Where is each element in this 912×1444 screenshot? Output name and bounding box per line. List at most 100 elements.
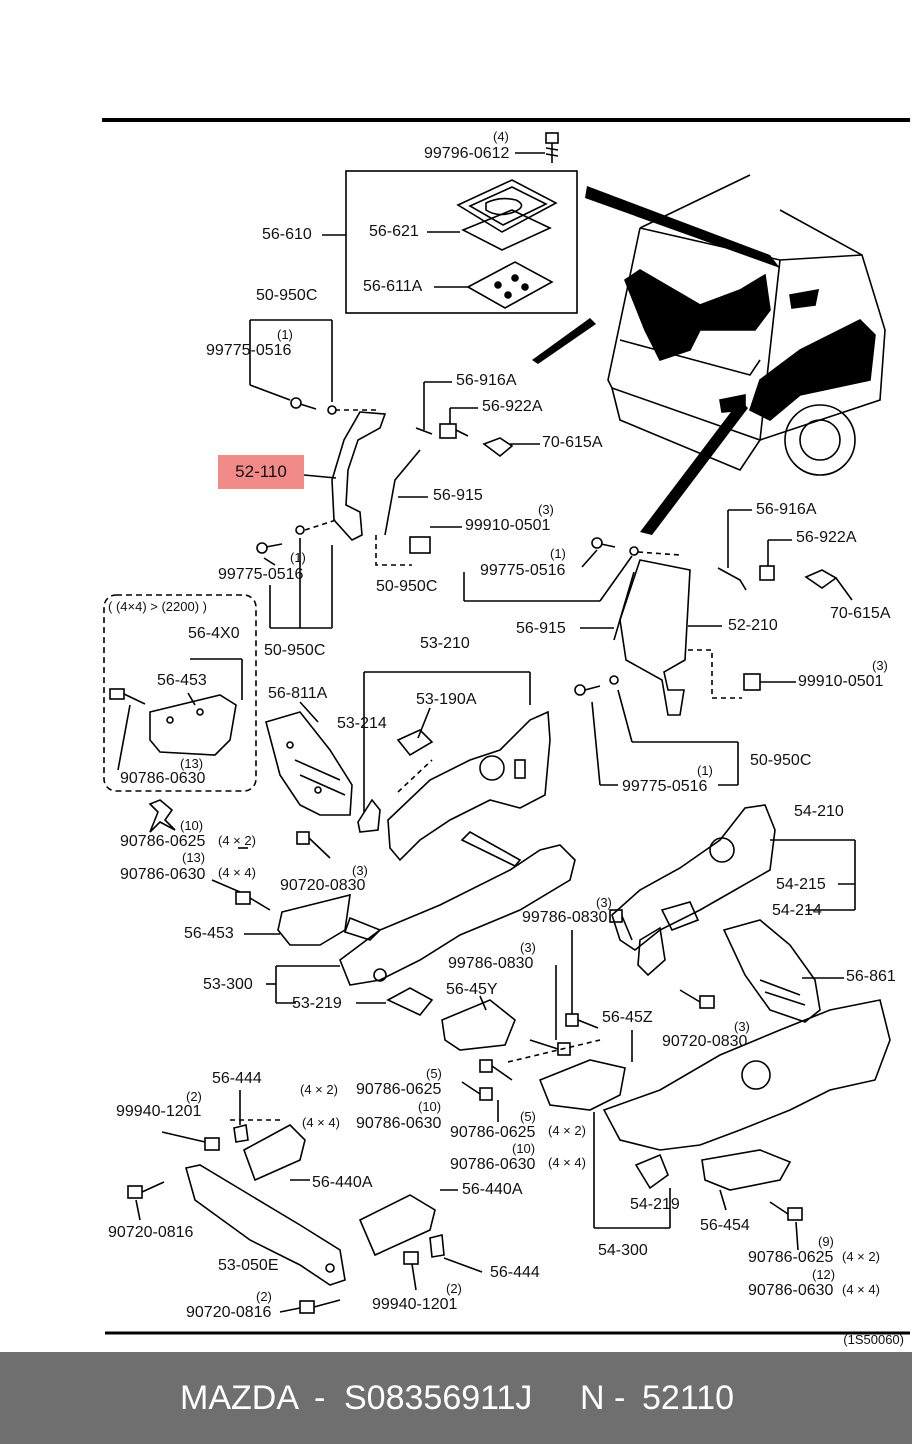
clip-56-916A-icon [415,382,433,435]
bolt-99786-0830-c-icon [565,1013,599,1029]
part-label: 56-440A [312,1174,373,1191]
footer-brand: MAZDA [180,1379,299,1417]
part-label: 99910-0501 [465,517,551,534]
bolt-99786-0830-b-icon [529,1039,571,1056]
bracket-56-440A-b-icon [358,1194,436,1257]
part-label: 50-950C [376,578,438,595]
qty-label: (1) [277,327,293,342]
qty-label: (2) [446,1281,462,1296]
part-label: 56-916A [756,501,817,518]
variant-label: (4 × 2) [842,1249,880,1264]
part-label: 99775-0516 [206,342,292,359]
variant-label: (4 × 4) [218,865,256,880]
part-label: 56-811A [268,685,328,702]
diagram-code: (1S50060) [843,1332,904,1347]
part-label: 56-453 [184,925,234,942]
part-label: 56-922A [482,398,543,415]
bracket-53-190A-icon [396,729,434,757]
qty-label: (12) [812,1267,836,1282]
qty-label: (10) [512,1141,536,1156]
plate-56-861-icon [722,919,821,1023]
part-label: 54-214 [772,902,822,919]
part-label: 90786-0625 [356,1081,442,1098]
part-label: 99910-0501 [798,673,884,690]
qty-label: (13) [180,756,204,771]
qty-label: (10) [180,818,204,833]
screw-99775-0516-b-icon [256,542,283,554]
bracket-53-214-icon [357,798,381,833]
crossmember-53-300-icon [339,831,576,986]
bracket-54-215-icon [660,901,700,932]
bracket-56-453-icon [149,694,237,756]
part-label: 56-915 [516,620,566,637]
qty-label: (5) [426,1066,442,1081]
qty-label: (9) [818,1234,834,1249]
double-arrow-icon [148,799,176,833]
part-label: 90786-0625 [120,833,206,850]
bolt-99786-0830-a-icon [609,909,633,941]
variant-label: (4 × 2) [548,1123,586,1138]
bolt-90786-0630-c-icon [461,1081,493,1101]
qty-label: (10) [418,1099,442,1114]
part-label: 90786-0630 [450,1156,536,1173]
variant-label: (4 × 4) [302,1115,340,1130]
bracket-56-453-b-icon [277,893,351,946]
footer-bar: MAZDA - S08356911J N - 52110 [0,1352,912,1444]
part-label: 53-214 [337,715,387,732]
callout-wedge-upper [585,186,780,268]
nut-99910-0501-icon [409,536,431,554]
part-label: 54-210 [794,803,844,820]
part-label: 56-861 [846,968,896,985]
part-label: 56-611A [363,278,423,295]
bracket-56-45Z-icon [538,1059,626,1111]
part-label: 56-444 [212,1070,262,1087]
rail-53-210-icon [387,710,551,862]
highlighted-part-label: 52-110 [218,455,304,489]
part-label: 99940-1201 [372,1296,458,1313]
variant-label: (4 × 2) [218,833,256,848]
qty-label: (1) [290,550,306,565]
bolt-90786-0625-d-icon [769,1201,803,1221]
part-label: 54-219 [630,1196,680,1213]
qty-label: (5) [520,1109,536,1124]
part-label: 90786-0630 [356,1115,442,1132]
bracket-56-444-b-icon [429,1233,445,1258]
part-label: 99796-0612 [424,145,510,162]
qty-label: (4) [493,129,509,144]
part-label: 53-050E [218,1257,279,1274]
crossmember-53-050E-icon [184,1164,346,1286]
part-label: 99775-0516 [218,566,304,583]
callout-wedge-lower [640,400,748,535]
qty-label: (3) [352,863,368,878]
part-label: 54-300 [598,1242,648,1259]
clip-70-615A-b-icon [804,569,838,589]
screw-99775-0516-c-icon [591,537,616,549]
footer-n-label: N [580,1379,605,1417]
part-label: 90786-0625 [450,1124,536,1141]
part-label: 90720-0816 [186,1304,272,1321]
qty-label: (1) [550,546,566,561]
nut-99940-1201-a-icon [204,1137,220,1151]
qty-label: (1) [697,763,713,778]
part-label: 56-453 [157,672,207,689]
bracket-56-440A-a-icon [243,1124,306,1182]
screw-99775-0516-icon [290,397,317,410]
part-label: 56-45Y [446,981,498,998]
part-label: 50-950C [264,642,326,659]
seal-56-611A-icon [466,261,554,309]
part-label: 56-621 [369,223,419,240]
footer-part-number: S08356911J [344,1379,533,1417]
bracket-56-45Y-icon [441,999,516,1051]
bracket-54-214-icon [637,926,666,977]
variant-label: (4 × 4) [548,1155,586,1170]
condition-label: ( (4×4) > (2200) ) [108,599,207,614]
bracket-56-444-a-icon [233,1124,249,1143]
bracket-53-219-icon [386,987,434,1016]
part-label: 53-210 [420,635,470,652]
footer-separator: - [314,1379,326,1417]
part-label: 50-950C [750,752,812,769]
bracket-54-219-icon [634,1153,669,1190]
bracket-56-454-icon [701,1149,792,1191]
part-label: 56-454 [700,1217,750,1234]
part-label: 56-4X0 [188,625,240,642]
